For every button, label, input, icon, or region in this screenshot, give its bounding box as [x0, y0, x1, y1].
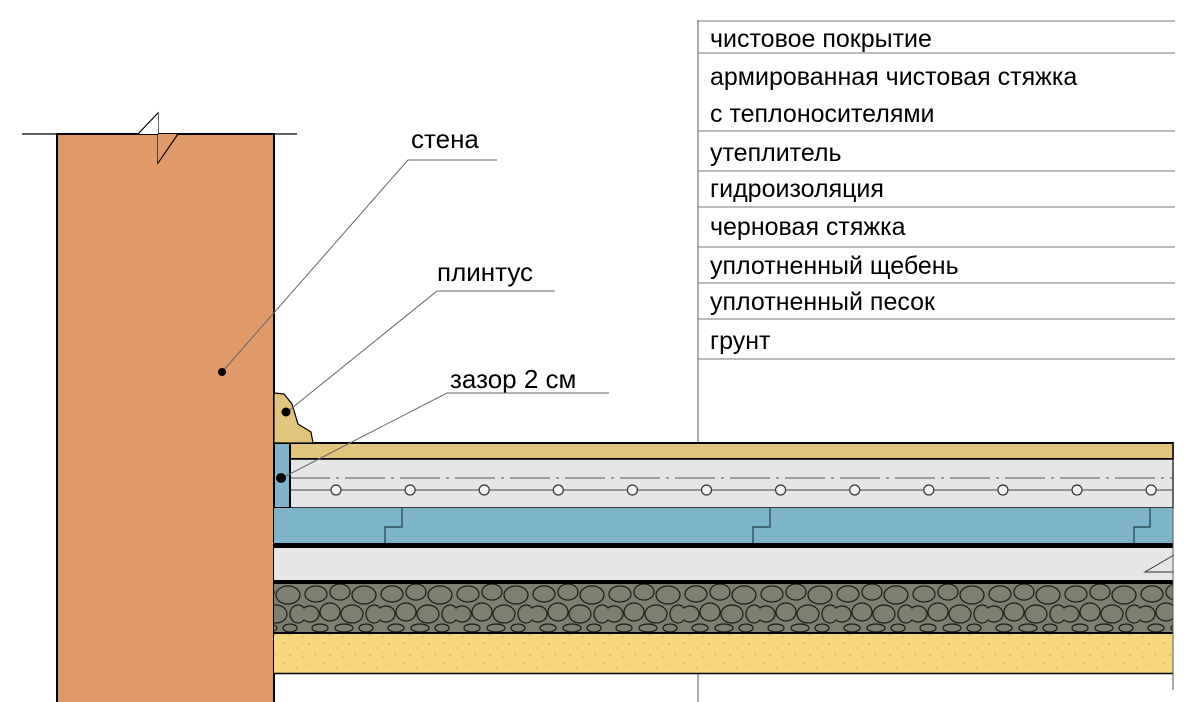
heating-pipe [626, 484, 639, 496]
plinth [273, 392, 314, 444]
legend-item: грунт [710, 327, 771, 355]
heating-pipe [923, 484, 935, 496]
legend-item: уплотненный щебень [710, 252, 959, 280]
legend-item: черновая стяжка [710, 213, 906, 241]
heating-pipes [330, 484, 1157, 496]
heating-pipe [1145, 484, 1157, 496]
heating-pipe [404, 484, 416, 496]
heating-pipe [478, 484, 490, 496]
legend-item: с теплоносителями [710, 100, 935, 128]
legend-table [698, 20, 1175, 360]
layer-gravel [274, 584, 1173, 633]
layer-finish-coating [273, 442, 1174, 460]
heating-pipe [997, 484, 1009, 496]
heating-pipe [849, 484, 861, 496]
wall [56, 133, 275, 702]
legend-item: гидроизоляция [710, 175, 884, 203]
layer-sand [274, 634, 1173, 673]
callout-wall: стена [218, 124, 497, 376]
heating-pipe [552, 484, 564, 496]
heating-pipe [1071, 484, 1083, 496]
callout-gap: зазор 2 см [276, 364, 609, 483]
legend-item: утеплитель [710, 139, 842, 167]
callout-wall-label: стена [411, 124, 479, 154]
heating-pipe [774, 484, 787, 496]
insulation-joints [384, 508, 1151, 544]
callout-gap-label: зазор 2 см [450, 364, 576, 394]
legend-item: уплотненный песок [710, 288, 936, 316]
break-symbol [1143, 554, 1175, 573]
callout-plinth: плинтус [281, 257, 555, 417]
layer-rough-screed [274, 548, 1173, 580]
legend-item: армированная чистовая стяжка [710, 63, 1077, 91]
layer-insulation [274, 508, 1173, 544]
legend-item: чистовое покрытие [710, 25, 932, 53]
heating-pipe [700, 484, 713, 496]
heating-pipe [330, 484, 342, 496]
layer-heated-screed [289, 458, 1174, 509]
callout-plinth-label: плинтус [437, 257, 533, 287]
layer-waterproofing [274, 543, 1173, 548]
